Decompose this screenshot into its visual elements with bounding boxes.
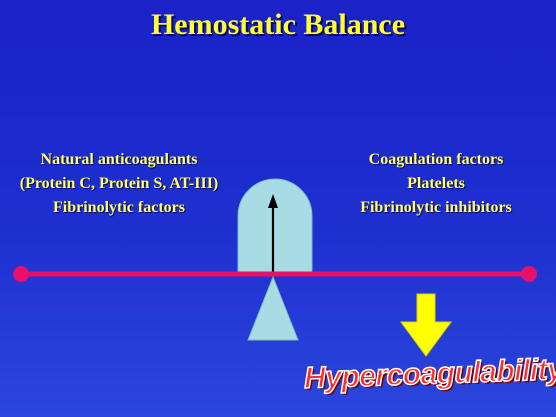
- down-arrow-icon: [400, 293, 452, 357]
- left-factor-item: Natural anticoagulants: [40, 151, 198, 168]
- fulcrum-triangle: [247, 275, 299, 341]
- left-factor-list: Natural anticoagulants (Protein C, Prote…: [6, 148, 232, 220]
- slide-title: Hemostatic Balance: [150, 8, 406, 41]
- right-factor-item: Platelets: [407, 175, 465, 192]
- left-factor-item: Fibrinolytic factors: [53, 199, 185, 216]
- right-factor-item: Fibrinolytic inhibitors: [360, 199, 512, 216]
- balance-pointer-dome: [237, 178, 313, 273]
- beam-right-end: [521, 266, 537, 282]
- right-factor-list: Coagulation factors Platelets Fibrinolyt…: [330, 148, 542, 220]
- beam-left-end: [13, 266, 29, 282]
- right-factor-item: Coagulation factors: [368, 151, 504, 168]
- needle-arrowhead-icon: [268, 194, 278, 208]
- left-factor-item: (Protein C, Protein S, AT-III): [19, 175, 219, 192]
